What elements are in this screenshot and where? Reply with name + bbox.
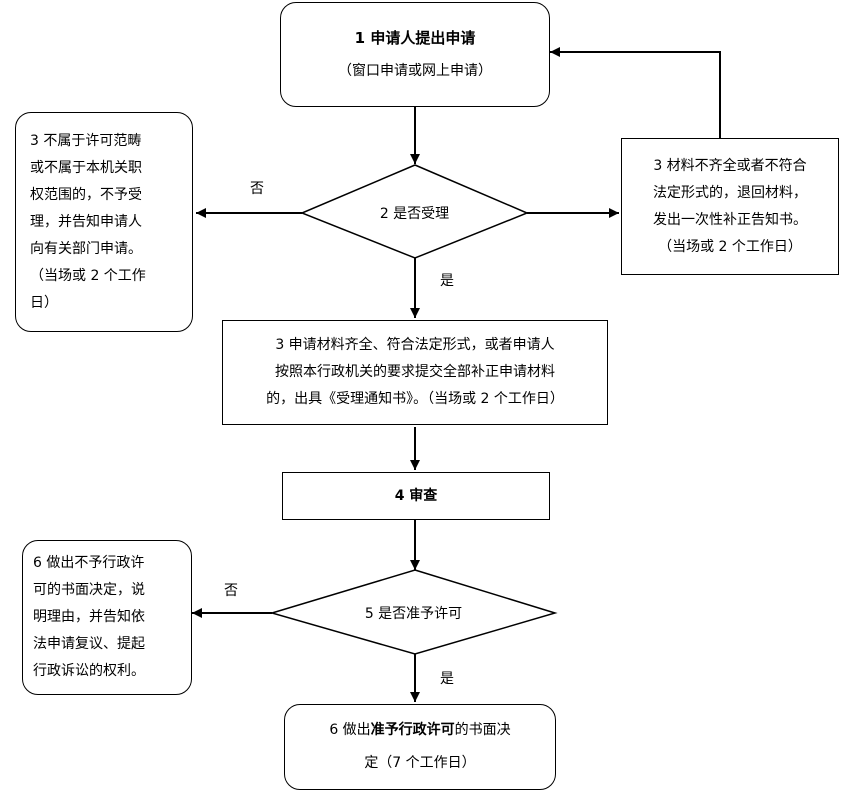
reject-scope-line: 向有关部门申请。 [30, 240, 142, 257]
deny-line: 可的书面决定，说 [33, 582, 145, 598]
accept-line: 按照本行政机关的要求提交全部补正申请材料 [275, 364, 555, 380]
grant-node: 6 做出准予行政许可的书面决 定（7 个工作日） [284, 704, 556, 790]
deny-line: 行政诉讼的权利。 [33, 663, 145, 679]
approve-decision-label: 5 是否准予许可 [364, 606, 463, 622]
review-label: 4 审查 [394, 487, 438, 504]
grant-bold: 准予行政许可 [370, 722, 455, 738]
grant-suffix: 的书面决 [454, 722, 511, 738]
grant-line-1: 6 做出准予行政许可的书面决 [329, 717, 510, 744]
reject-scope-line: 或不属于本机关职 [30, 159, 142, 176]
no-approve-label: 否 [224, 583, 238, 599]
reject-scope-line: 日） [30, 294, 58, 311]
incomplete-line: 3 材料不齐全或者不符合 [653, 157, 807, 174]
yes-approve-label: 是 [440, 671, 454, 687]
incomplete-line: 法定形式的，退回材料， [653, 184, 807, 201]
apply-subtitle: （窗口申请或网上申请） [338, 62, 492, 79]
accept-node: 3 申请材料齐全、符合法定形式，或者申请人 按照本行政机关的要求提交全部补正申请… [222, 320, 608, 425]
deny-line: 法申请复议、提起 [33, 636, 145, 652]
reject-scope-line: 理，并告知申请人 [30, 213, 142, 230]
yes-accept-label: 是 [440, 273, 454, 289]
incomplete-node: 3 材料不齐全或者不符合 法定形式的，退回材料， 发出一次性补正告知书。 （当场… [621, 138, 839, 275]
reject-scope-line: 3 不属于许可范畴 [30, 132, 142, 149]
deny-node: 6 做出不予行政许 可的书面决定，说 明理由，并告知依 法申请复议、提起 行政诉… [22, 540, 192, 695]
accept-decision-label: 2 是否受理 [379, 206, 450, 222]
accept-line: 3 申请材料齐全、符合法定形式，或者申请人 [275, 337, 555, 353]
reject-scope-line: （当场或 2 个工作 [30, 267, 146, 284]
reject-scope-line: 权范围的，不予受 [30, 186, 142, 203]
deny-line: 6 做出不予行政许 [33, 555, 145, 571]
deny-line: 明理由，并告知依 [33, 609, 145, 625]
accept-line: 的，出具《受理通知书》。（当场或 2 个工作日） [266, 391, 564, 407]
apply-title: 1 申请人提出申请 [354, 28, 476, 47]
apply-node: 1 申请人提出申请 （窗口申请或网上申请） [280, 2, 550, 107]
no-accept-label: 否 [250, 181, 264, 197]
review-node: 4 审查 [282, 472, 550, 520]
reject-scope-node: 3 不属于许可范畴 或不属于本机关职 权范围的，不予受 理，并告知申请人 向有关… [15, 112, 193, 332]
arrow-incomplete-to-apply [550, 47, 721, 138]
incomplete-line: （当场或 2 个工作日） [658, 238, 802, 255]
grant-line-2: 定（7 个工作日） [364, 755, 476, 771]
incomplete-line: 发出一次性补正告知书。 [653, 211, 807, 228]
grant-prefix: 6 做出 [329, 722, 371, 738]
